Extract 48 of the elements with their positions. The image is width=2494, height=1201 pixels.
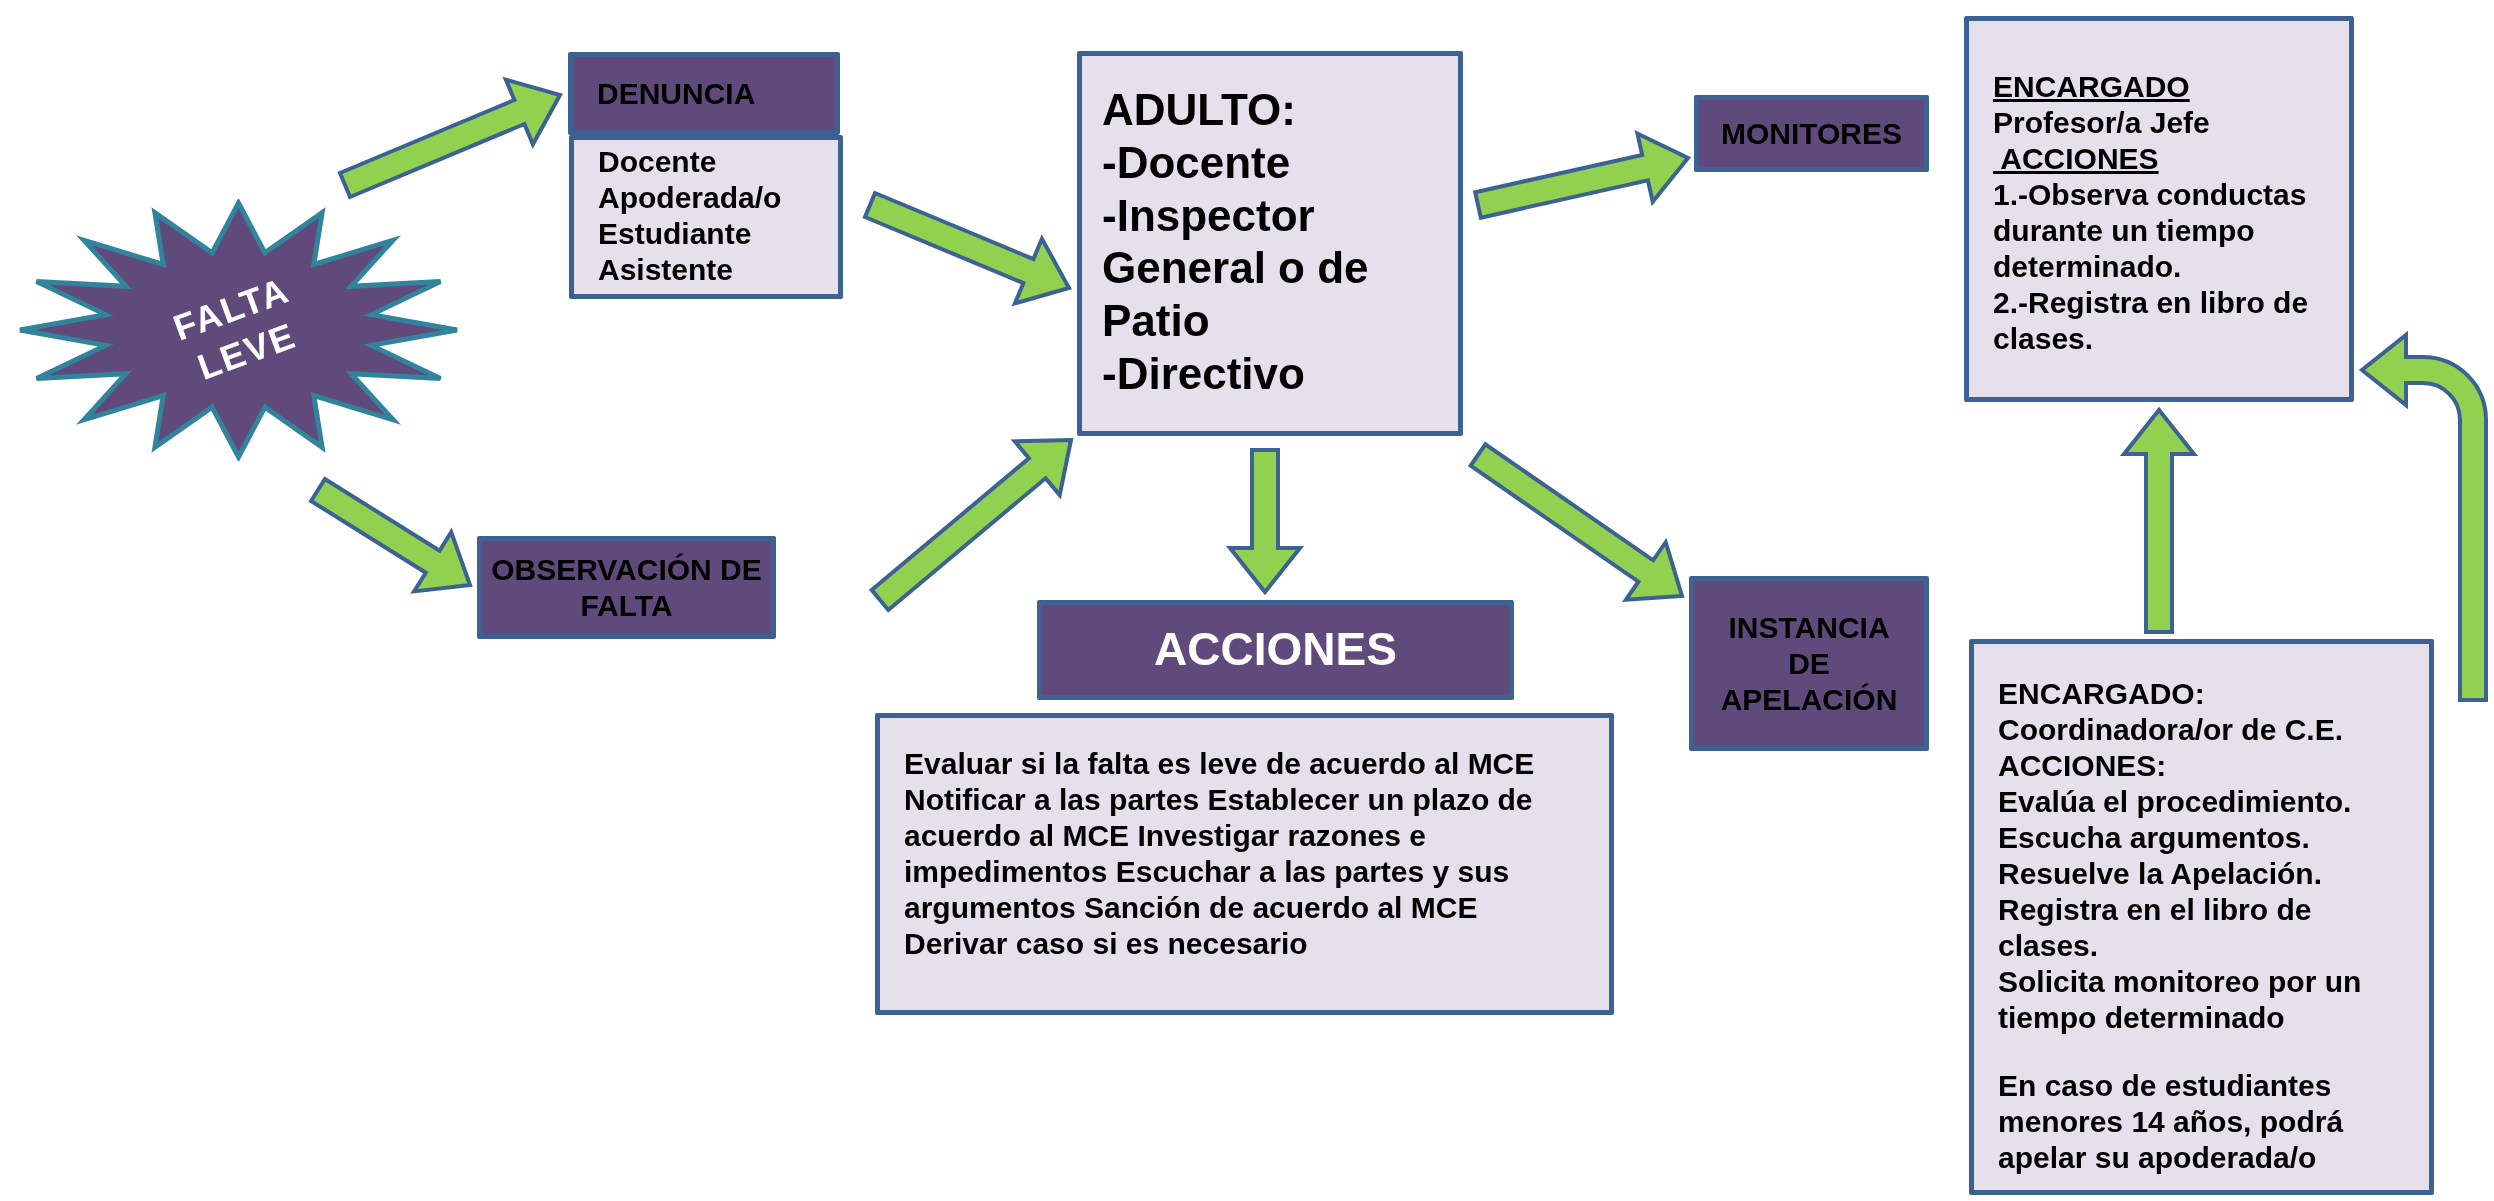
box-text: Solicita monitoreo por un tiempo determinado xyxy=(1998,964,2363,1036)
box-text: -Directivo xyxy=(1102,348,1306,400)
box-text: 2.-Registra en libro de clases. xyxy=(1993,285,2310,357)
box-text: Coordinadora/or de C.E. xyxy=(1998,712,2345,748)
box-text: ADULTO: xyxy=(1102,84,1297,136)
header-box xyxy=(1037,600,1514,700)
block-arrow xyxy=(1467,441,1685,603)
block-arrow xyxy=(2119,406,2199,634)
box-text: Escucha argumentos. xyxy=(1998,820,2311,856)
block-arrow xyxy=(1225,448,1305,596)
box-text: DENUNCIA xyxy=(597,75,757,112)
process-box xyxy=(1077,51,1463,436)
list-box xyxy=(569,135,843,299)
box-text: Evalúa el procedimiento. xyxy=(1998,784,2353,820)
box-text: ACCIONES xyxy=(1154,622,1397,678)
box-text: En caso de estudiantes menores 14 años, podrá apelar su apoderada/o xyxy=(1998,1068,2345,1176)
process-box xyxy=(477,536,776,639)
header-box xyxy=(568,52,840,135)
box-text: -Inspector General o de Patio xyxy=(1102,189,1370,348)
box-text: Asistente xyxy=(598,252,735,288)
box-text: -Docente xyxy=(1102,136,1292,189)
box-text: Registra en el libro de clases. xyxy=(1998,892,2313,964)
box-text: Estudiante xyxy=(598,216,753,252)
shape-label: FALTA LEVE xyxy=(166,268,302,390)
box-text: ENCARGADO xyxy=(1993,69,2191,105)
block-arrow xyxy=(868,437,1074,613)
info-box xyxy=(1964,16,2354,402)
block-arrow xyxy=(308,476,473,594)
block-arrow xyxy=(1472,129,1692,221)
block-arrow xyxy=(862,190,1072,307)
box-text: Profesor/a Jefe xyxy=(1993,105,2211,141)
info-box xyxy=(1969,639,2434,1195)
box-text: ACCIONES xyxy=(1999,141,2160,177)
block-arrow xyxy=(337,76,563,200)
box-text: INSTANCIA DE APELACIÓN xyxy=(1719,609,1899,718)
box-text: Resuelve la Apelación. xyxy=(1998,856,2324,892)
box-text: ACCIONES: xyxy=(1998,748,2168,784)
box-text: Apoderada/o xyxy=(598,180,783,216)
block-arrow xyxy=(2360,333,2488,702)
box-text: Docente xyxy=(598,144,718,180)
process-box xyxy=(1689,576,1929,751)
box-text: OBSERVACIÓN DE FALTA xyxy=(490,551,763,624)
box-text: 1.-Observa conductas durante un tiempo determinado. xyxy=(1993,177,2308,285)
box-text: MONITORES xyxy=(1720,115,1903,152)
info-box xyxy=(875,713,1614,1015)
box-text: ENCARGADO: xyxy=(1998,676,2206,712)
process-box xyxy=(1694,95,1929,172)
box-text: Evaluar si la falta es leve de acuerdo al MCE Notificar a las partes Establecer un plazo de acuerdo al MCE Investigar razones e impedimentos Escuchar a las partes y sus argumentos Sanción de acuerdo al MCE Derivar caso si es necesario xyxy=(904,746,1536,962)
